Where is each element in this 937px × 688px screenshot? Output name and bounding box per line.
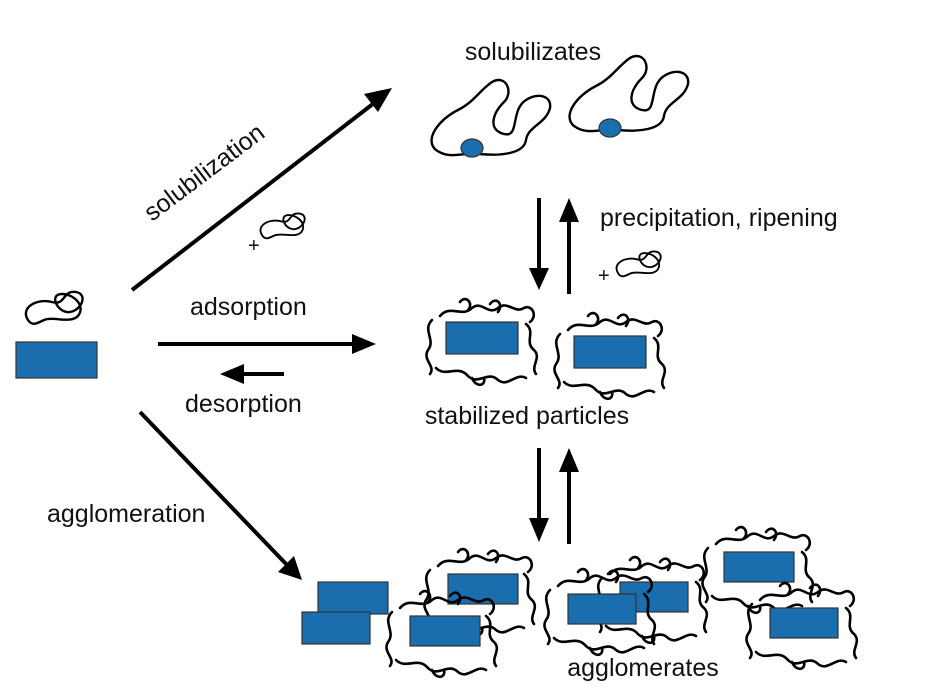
up-arrow-to-stabilized <box>559 448 579 544</box>
bare-particle <box>15 341 98 379</box>
agglomerates-label: agglomerates <box>567 654 718 682</box>
plus-sign-solubilization: + <box>248 235 260 257</box>
plus-sign-precipitation: + <box>598 265 610 287</box>
stabilized-particle-2 <box>553 311 667 401</box>
precipitation-label: precipitation, ripening <box>600 204 838 232</box>
solubilization-arrow <box>130 88 392 292</box>
solubilizate-micelle-2 <box>568 54 690 138</box>
coated-agglomerate-2 <box>543 555 709 657</box>
coated-agglomerate-3 <box>701 525 859 671</box>
adsorption-label: adsorption <box>190 293 307 321</box>
polymer-chain-precipitation <box>615 250 662 278</box>
solubilized-particle-1 <box>460 138 484 158</box>
agglomeration-label: agglomeration <box>47 500 205 528</box>
up-arrow-to-solubilizates <box>559 198 579 294</box>
stabilized-particles-label: stabilized particles <box>425 402 629 430</box>
bare-agglomerate <box>301 581 389 645</box>
coated-agglomerate-1 <box>385 547 537 679</box>
down-arrow-to-agglomerates <box>529 448 549 542</box>
solubilizates-label: solubilizates <box>465 38 601 66</box>
down-arrow-to-stabilized <box>529 198 549 290</box>
desorption-arrow <box>220 364 284 384</box>
agglomeration-arrow <box>138 410 302 580</box>
adsorption-arrow <box>158 334 376 354</box>
polymer-chain-solubilization <box>259 212 306 240</box>
solubilization-label: solubilization <box>139 118 270 227</box>
free-polymer-chain <box>24 290 84 325</box>
solubilized-particle-2 <box>598 118 622 138</box>
desorption-label: desorption <box>185 390 302 418</box>
solubilizate-micelle-1 <box>430 78 552 158</box>
stabilized-particle-1 <box>425 297 539 387</box>
